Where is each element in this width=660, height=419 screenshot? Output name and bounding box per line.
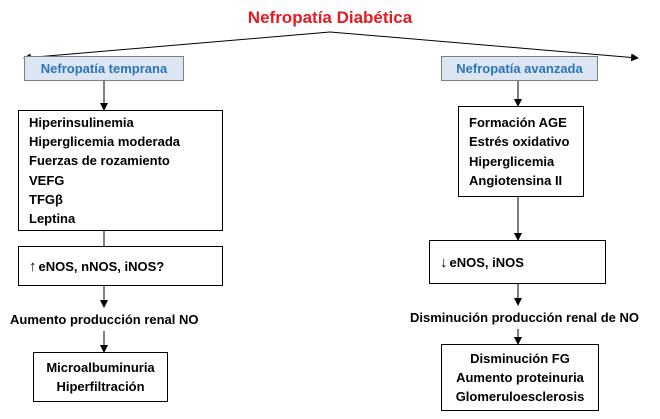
result-advanced: Disminución producción renal de NO	[410, 310, 639, 325]
factor-item: Leptina	[29, 211, 76, 227]
stage-label-advanced: Nefropatía avanzada	[456, 61, 583, 76]
outcomes-box-early: Microalbuminuria Hiperfiltración	[33, 352, 168, 402]
factor-item: TFGβ	[29, 191, 63, 207]
factor-item: Hiperglicemia	[469, 153, 555, 169]
enzymes-box-early: ↑ eNOS, nNOS, iNOS?	[18, 246, 223, 286]
stage-label-early: Nefropatía temprana	[40, 61, 168, 76]
stage-box-advanced: Nefropatía avanzada	[441, 56, 598, 81]
result-early: Aumento producción renal NO	[10, 312, 199, 327]
enzymes-text-advanced: eNOS, iNOS	[449, 254, 524, 270]
factor-item: Hiperinsulinemia	[29, 114, 134, 130]
enzymes-text-early: eNOS, nNOS, iNOS?	[38, 258, 165, 274]
outcomes-box-advanced: Disminución FG Aumento proteinuria Glome…	[441, 344, 599, 411]
stage-box-early: Nefropatía temprana	[24, 56, 184, 81]
outcome-item: Microalbuminuria	[46, 359, 155, 375]
arrow-up-icon: ↑	[29, 257, 37, 275]
factor-item: Angiotensina II	[469, 172, 563, 188]
arrow-down-icon: ↓	[440, 253, 448, 271]
enzymes-box-advanced: ↓ eNOS, iNOS	[429, 240, 606, 284]
factors-box-early: Hiperinsulinemia Hiperglicemia moderada …	[18, 110, 223, 231]
outcome-item: Aumento proteinuria	[456, 369, 584, 385]
factor-item: Hiperglicemia moderada	[29, 133, 180, 149]
connector-title-to-early	[23, 31, 331, 62]
outcome-item: Hiperfiltración	[56, 379, 145, 394]
outcome-item: Glomeruloesclerosis	[455, 389, 585, 405]
outcome-item: Disminución FG	[470, 350, 570, 366]
diagram-title: Nefropatía Diabética	[247, 8, 413, 27]
factor-item: Estrés oxidativo	[469, 134, 570, 150]
connector-title-to-advanced	[329, 31, 639, 62]
factor-item: Fuerzas de rozamiento	[29, 153, 170, 169]
factor-item: Formación AGE	[469, 114, 567, 130]
factors-box-advanced: Formación AGE Estrés oxidativo Hiperglic…	[458, 106, 584, 197]
factor-item: VEFG	[29, 172, 65, 188]
